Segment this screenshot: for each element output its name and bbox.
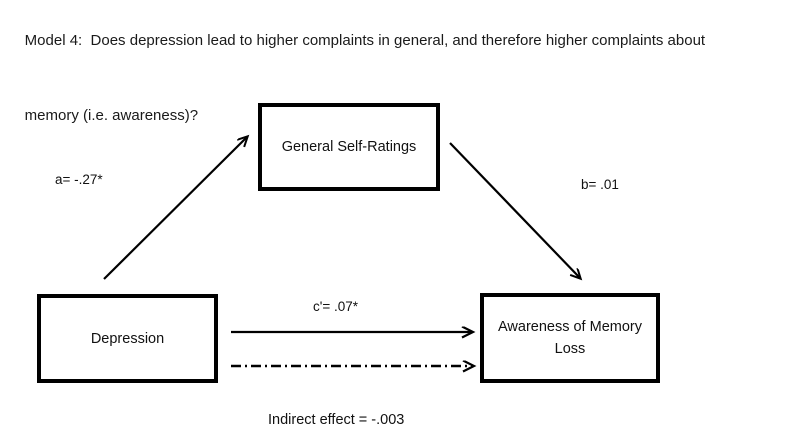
page-title: Model 4: Does depression lead to higher …: [8, 3, 796, 153]
node-general-self-ratings[interactable]: General Self-Ratings: [258, 103, 440, 191]
node-mediator-label: General Self-Ratings: [281, 139, 417, 155]
path-a-label: a= -.27*: [55, 172, 103, 187]
node-awareness-of-memory-loss[interactable]: Awareness of Memory Loss: [480, 293, 660, 383]
node-outcome-label: Awareness of Memory Loss: [498, 319, 642, 357]
node-predictor-label: Depression: [90, 330, 165, 347]
page-title-line-1: Model 4: Does depression lead to higher …: [24, 32, 706, 49]
path-a-arrow: [103, 137, 247, 280]
path-c-prime-label: c'= .07*: [313, 299, 358, 314]
path-b-arrow: [449, 142, 580, 278]
path-b-label: b= .01: [581, 177, 619, 192]
node-depression[interactable]: Depression: [37, 294, 218, 383]
indirect-effect-label: Indirect effect = -.003: [268, 412, 405, 428]
page-title-line-2: memory (i.e. awareness)?: [24, 107, 199, 124]
